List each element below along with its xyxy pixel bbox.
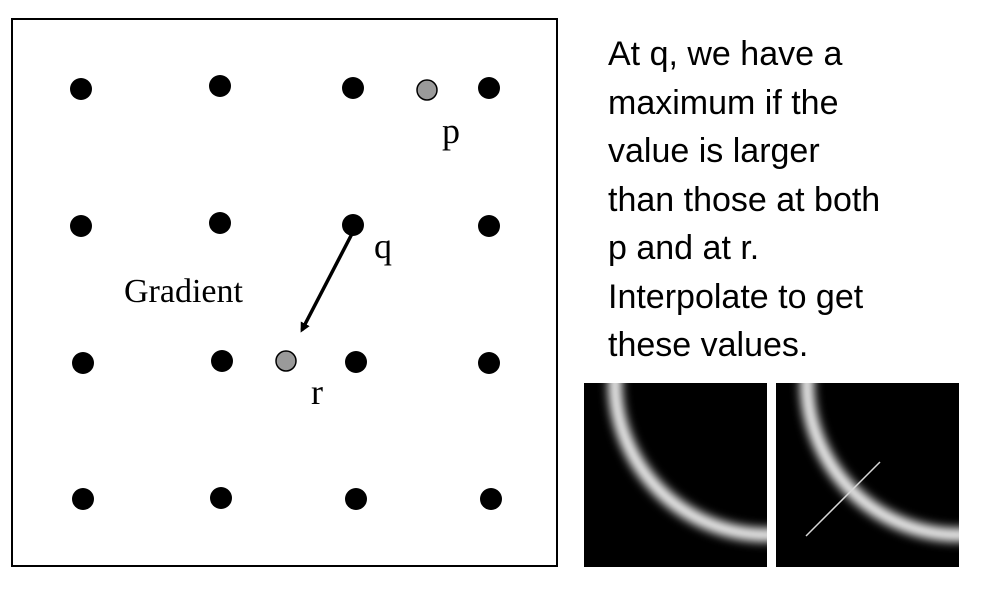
grid-point bbox=[211, 350, 233, 372]
grid-point bbox=[342, 77, 364, 99]
label-r: r bbox=[311, 372, 323, 412]
interpolated-point-r bbox=[275, 350, 297, 372]
gradient-arrow-icon bbox=[300, 227, 357, 333]
grid-point bbox=[478, 352, 500, 374]
edge-image-with-gradient-line bbox=[776, 383, 959, 567]
grid-point bbox=[210, 487, 232, 509]
explanation-line: At q, we have a bbox=[608, 35, 843, 73]
gradient-direction-line bbox=[805, 461, 881, 537]
grid-point bbox=[478, 77, 500, 99]
explanation-line: maximum if the bbox=[608, 83, 839, 122]
grid-point bbox=[70, 78, 92, 100]
grid-point-q bbox=[342, 214, 364, 236]
explanation-line: p and at r. bbox=[608, 229, 760, 267]
explanation-text: At q, we have a maximum if the value is … bbox=[608, 30, 988, 370]
label-p: p bbox=[442, 111, 460, 151]
explanation-line: these values. bbox=[608, 326, 809, 364]
grid-point bbox=[70, 215, 92, 237]
pixel-grid bbox=[70, 75, 502, 510]
gradient-label: Gradient bbox=[124, 273, 244, 310]
explanation-line: Interpolate to get bbox=[608, 277, 864, 316]
grid-point bbox=[478, 215, 500, 237]
grid-point bbox=[209, 212, 231, 234]
grid-point bbox=[72, 352, 94, 374]
grid-point bbox=[72, 488, 94, 510]
grid-point bbox=[345, 488, 367, 510]
nonmax-suppression-diagram: p q r Gradient bbox=[11, 18, 558, 567]
explanation-line: than those at both bbox=[608, 180, 881, 219]
grid-point bbox=[480, 488, 502, 510]
label-q: q bbox=[374, 226, 392, 266]
edge-image-thumbnail bbox=[584, 383, 767, 567]
interpolated-point-p bbox=[416, 79, 438, 101]
diagram-frame bbox=[11, 18, 558, 567]
grid-point bbox=[209, 75, 231, 97]
explanation-line: value is larger bbox=[608, 132, 820, 170]
grid-point bbox=[345, 351, 367, 373]
